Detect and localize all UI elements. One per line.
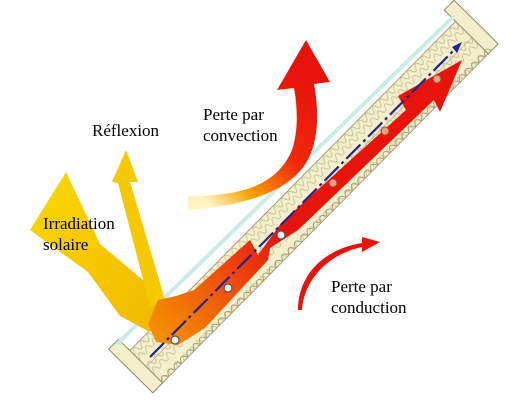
casing-end-top [443,0,499,55]
conduction-label-line2: conduction [331,298,407,317]
tube [432,74,442,84]
reflexion-label-text: Réflexion [92,121,160,140]
irradiation-label-line1: Irradiation [43,214,115,233]
tube [380,126,390,136]
fluid-flow-arrowhead [452,42,462,53]
tube [328,178,338,188]
convection-label: Perte par convection [203,104,278,146]
solar-irradiation-arrow [30,172,170,332]
insulation-texture [161,48,492,384]
tube [223,283,233,293]
convection-label-line2: convection [203,126,278,145]
reflection-arrow [112,150,166,306]
conduction-label-line1: Perte par [331,277,392,296]
irradiation-label-line2: solaire [43,235,89,254]
convection-loss-arrow [188,40,330,210]
conduction-loss-arrow [298,237,380,310]
irradiation-label: Irradiation solaire [43,213,115,255]
reflexion-label: Réflexion [92,120,159,141]
convection-label-line1: Perte par [203,105,264,124]
tube [276,230,286,240]
absorber-tubes [170,74,442,345]
casing-end-bottom [107,338,164,394]
fluid-flow-line [149,43,461,358]
tube [170,335,180,345]
conduction-label: Perte par conduction [331,276,407,318]
